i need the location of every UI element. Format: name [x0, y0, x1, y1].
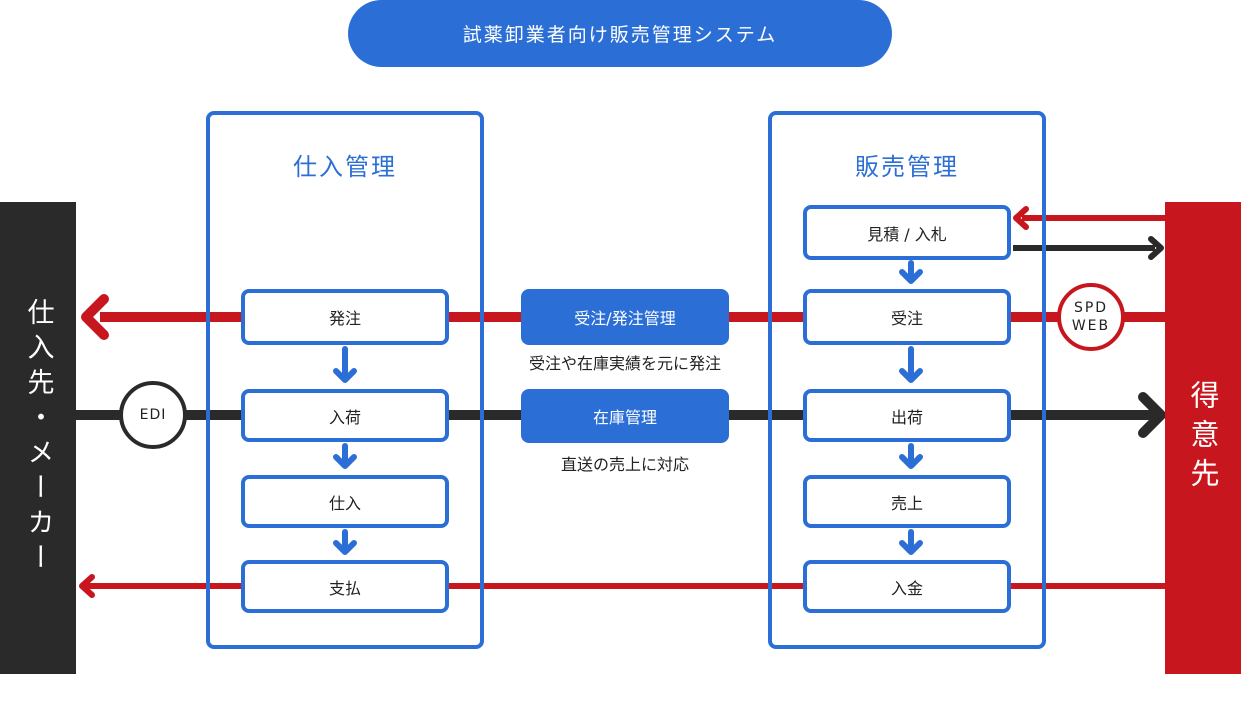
node-order: 発注: [241, 289, 449, 345]
down-arrow-head-1: [333, 368, 357, 383]
sales-management-group: [768, 111, 1046, 649]
sales-management-title: 販売管理: [855, 153, 959, 181]
customer-label: 得意先: [1186, 379, 1220, 497]
node-sale: 売上: [803, 475, 1011, 528]
node-shipment: 出荷: [803, 389, 1011, 442]
system-title: 試薬卸業者向け販売管理システム: [348, 0, 892, 67]
node-stock-in: 仕入: [241, 475, 449, 528]
order-arrowhead-left: [81, 294, 109, 340]
purchase-management-title: 仕入管理: [293, 153, 397, 181]
web-label: WEB: [1071, 318, 1111, 334]
order-management-caption: 受注や在庫実績を元に発注: [528, 354, 721, 373]
goods-arrowhead-right: [1138, 392, 1166, 438]
inventory-management-box: 在庫管理: [521, 389, 729, 443]
spd-web-badge: SPD WEB: [1057, 283, 1125, 351]
estimate-response-arrowhead: [1148, 236, 1164, 260]
node-estimate-bid: 見積 / 入札: [803, 205, 1011, 260]
estimate-request-arrowhead: [1013, 206, 1029, 230]
spd-label: SPD: [1073, 300, 1109, 316]
node-receipt: 入荷: [241, 389, 449, 442]
inventory-management-caption: 直送の売上に対応: [560, 455, 689, 474]
purchase-management-group: [206, 111, 484, 649]
order-management-box: 受注/発注管理: [521, 289, 729, 345]
node-order-received: 受注: [803, 289, 1011, 345]
spd-web-label: SPD WEB: [1072, 299, 1110, 335]
edi-label: EDI: [139, 407, 167, 423]
edi-badge: EDI: [119, 381, 187, 449]
payment-arrowhead-left: [79, 574, 95, 598]
customer-bar: 得意先: [1165, 202, 1241, 674]
supplier-maker-bar: 仕入先・メーカー: [0, 202, 76, 674]
node-payment: 支払: [241, 560, 449, 613]
supplier-maker-label: 仕入先・メーカー: [22, 298, 54, 578]
node-deposit: 入金: [803, 560, 1011, 613]
